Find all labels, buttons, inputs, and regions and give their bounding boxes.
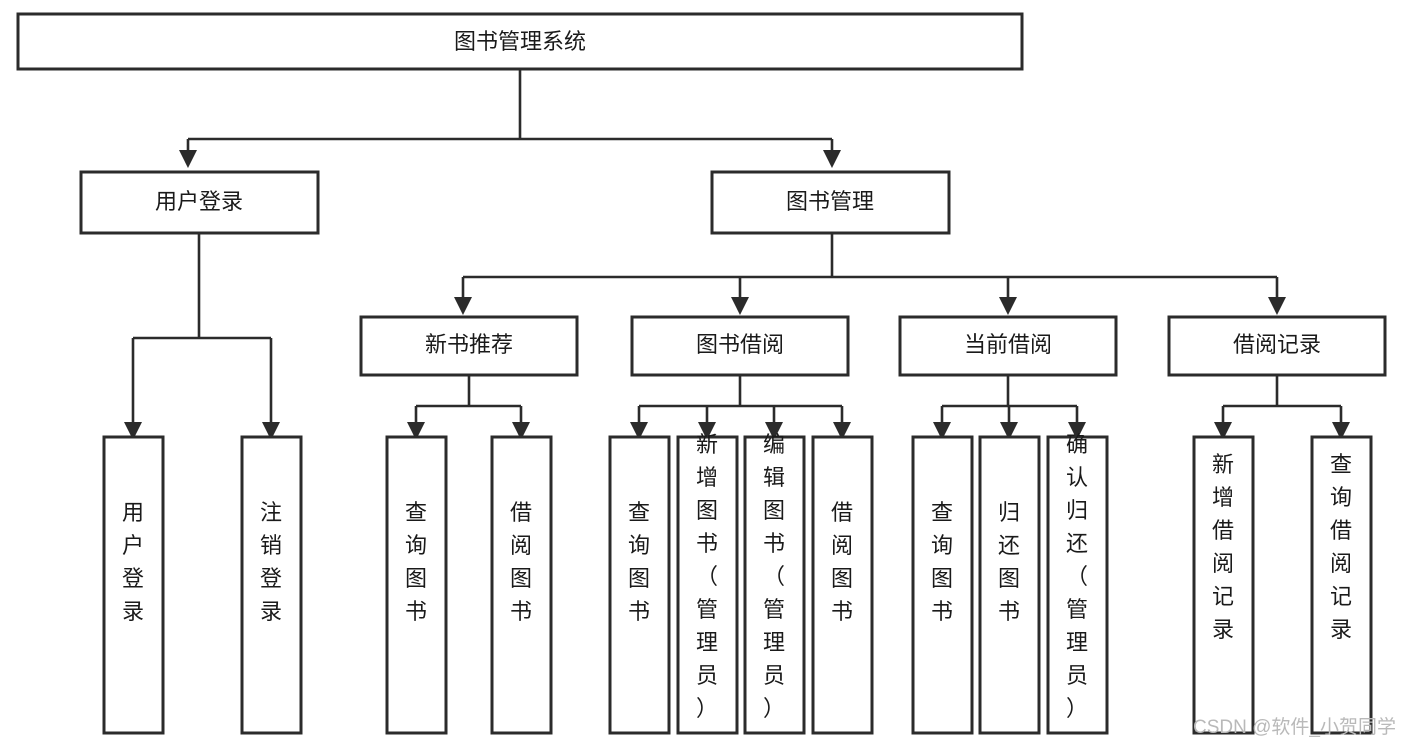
edges-new-book-to-leaves xyxy=(406,375,531,441)
leaf-user-login-1-label: 注销登录 xyxy=(260,500,282,624)
leaf-current-borrow-1-label: 归还图书 xyxy=(998,500,1020,624)
node-user-login[interactable]: 用户登录 xyxy=(79,170,320,235)
leaf-borrow-record-0-label: 新增借阅记录 xyxy=(1212,452,1234,642)
leaf-user-login-0[interactable]: 用户登录 xyxy=(102,435,165,735)
leaf-book-borrow-0-box[interactable] xyxy=(608,435,671,735)
node-root-label: 图书管理系统 xyxy=(454,29,586,54)
node-book-borrow[interactable]: 图书借阅 xyxy=(630,315,850,377)
leaf-book-borrow-1[interactable]: 新增图书（管理员） xyxy=(676,432,739,735)
node-root-box[interactable] xyxy=(16,12,1024,71)
node-user-login-box[interactable] xyxy=(79,170,320,235)
leaf-current-borrow-1[interactable]: 归还图书 xyxy=(978,435,1041,735)
leaf-book-borrow-2-box[interactable] xyxy=(743,435,806,735)
leaf-new-book-1[interactable]: 借阅图书 xyxy=(490,435,553,735)
leaf-current-borrow-0-label: 查询图书 xyxy=(931,500,953,624)
leaf-borrow-record-1[interactable]: 查询借阅记录 xyxy=(1310,435,1373,735)
node-new-book-recommend-label: 新书推荐 xyxy=(425,332,513,357)
leaf-book-borrow-1-box[interactable] xyxy=(676,435,739,735)
leaf-book-borrow-0-label: 查询图书 xyxy=(628,500,650,624)
node-root[interactable]: 图书管理系统 xyxy=(16,12,1024,71)
leaf-user-login-1[interactable]: 注销登录 xyxy=(240,435,303,735)
leaf-new-book-0-box[interactable] xyxy=(385,435,448,735)
leaf-current-borrow-2-box[interactable] xyxy=(1046,435,1109,735)
leaf-book-borrow-2[interactable]: 编辑图书（管理员） xyxy=(743,432,806,735)
edges-current-borrow-to-leaves xyxy=(932,375,1087,441)
leaf-book-borrow-1-label: 新增图书（管理员） xyxy=(696,432,718,721)
leaf-borrow-record-0-box[interactable] xyxy=(1192,435,1255,735)
node-current-borrow-box[interactable] xyxy=(898,315,1118,377)
edges-root-to-level1 xyxy=(178,69,842,169)
node-book-management-label: 图书管理 xyxy=(786,189,874,214)
node-new-book-recommend-box[interactable] xyxy=(359,315,579,377)
node-book-management-box[interactable] xyxy=(710,170,951,235)
leaf-current-borrow-2-label: 确认归还（管理员） xyxy=(1066,432,1088,721)
leaf-new-book-1-box[interactable] xyxy=(490,435,553,735)
leaf-book-borrow-3-label: 借阅图书 xyxy=(831,500,853,624)
edges-book-mgmt-to-level2 xyxy=(453,233,1287,316)
leaf-user-login-0-box[interactable] xyxy=(102,435,165,735)
leaf-current-borrow-0[interactable]: 查询图书 xyxy=(911,435,974,735)
node-current-borrow[interactable]: 当前借阅 xyxy=(898,315,1118,377)
leaf-current-borrow-1-box[interactable] xyxy=(978,435,1041,735)
leaf-new-book-0-label: 查询图书 xyxy=(405,500,427,624)
node-book-management[interactable]: 图书管理 xyxy=(710,170,951,235)
leaf-book-borrow-0[interactable]: 查询图书 xyxy=(608,435,671,735)
node-new-book-recommend[interactable]: 新书推荐 xyxy=(359,315,579,377)
leaf-current-borrow-2[interactable]: 确认归还（管理员） xyxy=(1046,432,1109,735)
node-user-login-label: 用户登录 xyxy=(155,189,243,214)
node-current-borrow-label: 当前借阅 xyxy=(964,332,1052,357)
leaf-current-borrow-0-box[interactable] xyxy=(911,435,974,735)
leaf-book-borrow-2-label: 编辑图书（管理员） xyxy=(763,432,785,721)
node-book-borrow-box[interactable] xyxy=(630,315,850,377)
leaf-user-login-1-box[interactable] xyxy=(240,435,303,735)
node-book-borrow-label: 图书借阅 xyxy=(696,332,784,357)
leaf-book-borrow-3-box[interactable] xyxy=(811,435,874,735)
leaf-book-borrow-3[interactable]: 借阅图书 xyxy=(811,435,874,735)
node-borrow-record-label: 借阅记录 xyxy=(1233,332,1321,357)
leaf-new-book-0[interactable]: 查询图书 xyxy=(385,435,448,735)
leaf-new-book-1-label: 借阅图书 xyxy=(510,500,532,624)
edges-user-login-to-leaves xyxy=(123,233,281,441)
leaf-borrow-record-1-box[interactable] xyxy=(1310,435,1373,735)
node-borrow-record-box[interactable] xyxy=(1167,315,1387,377)
leaf-borrow-record-1-label: 查询借阅记录 xyxy=(1330,452,1352,642)
edges-book-borrow-to-leaves xyxy=(629,375,852,441)
edges-borrow-record-to-leaves xyxy=(1213,375,1351,441)
leaf-user-login-0-label: 用户登录 xyxy=(122,500,144,624)
csdn-watermark: CSDN @软件_小贺同学 xyxy=(1193,716,1396,738)
node-borrow-record[interactable]: 借阅记录 xyxy=(1167,315,1387,377)
leaf-borrow-record-0[interactable]: 新增借阅记录 xyxy=(1192,435,1255,735)
